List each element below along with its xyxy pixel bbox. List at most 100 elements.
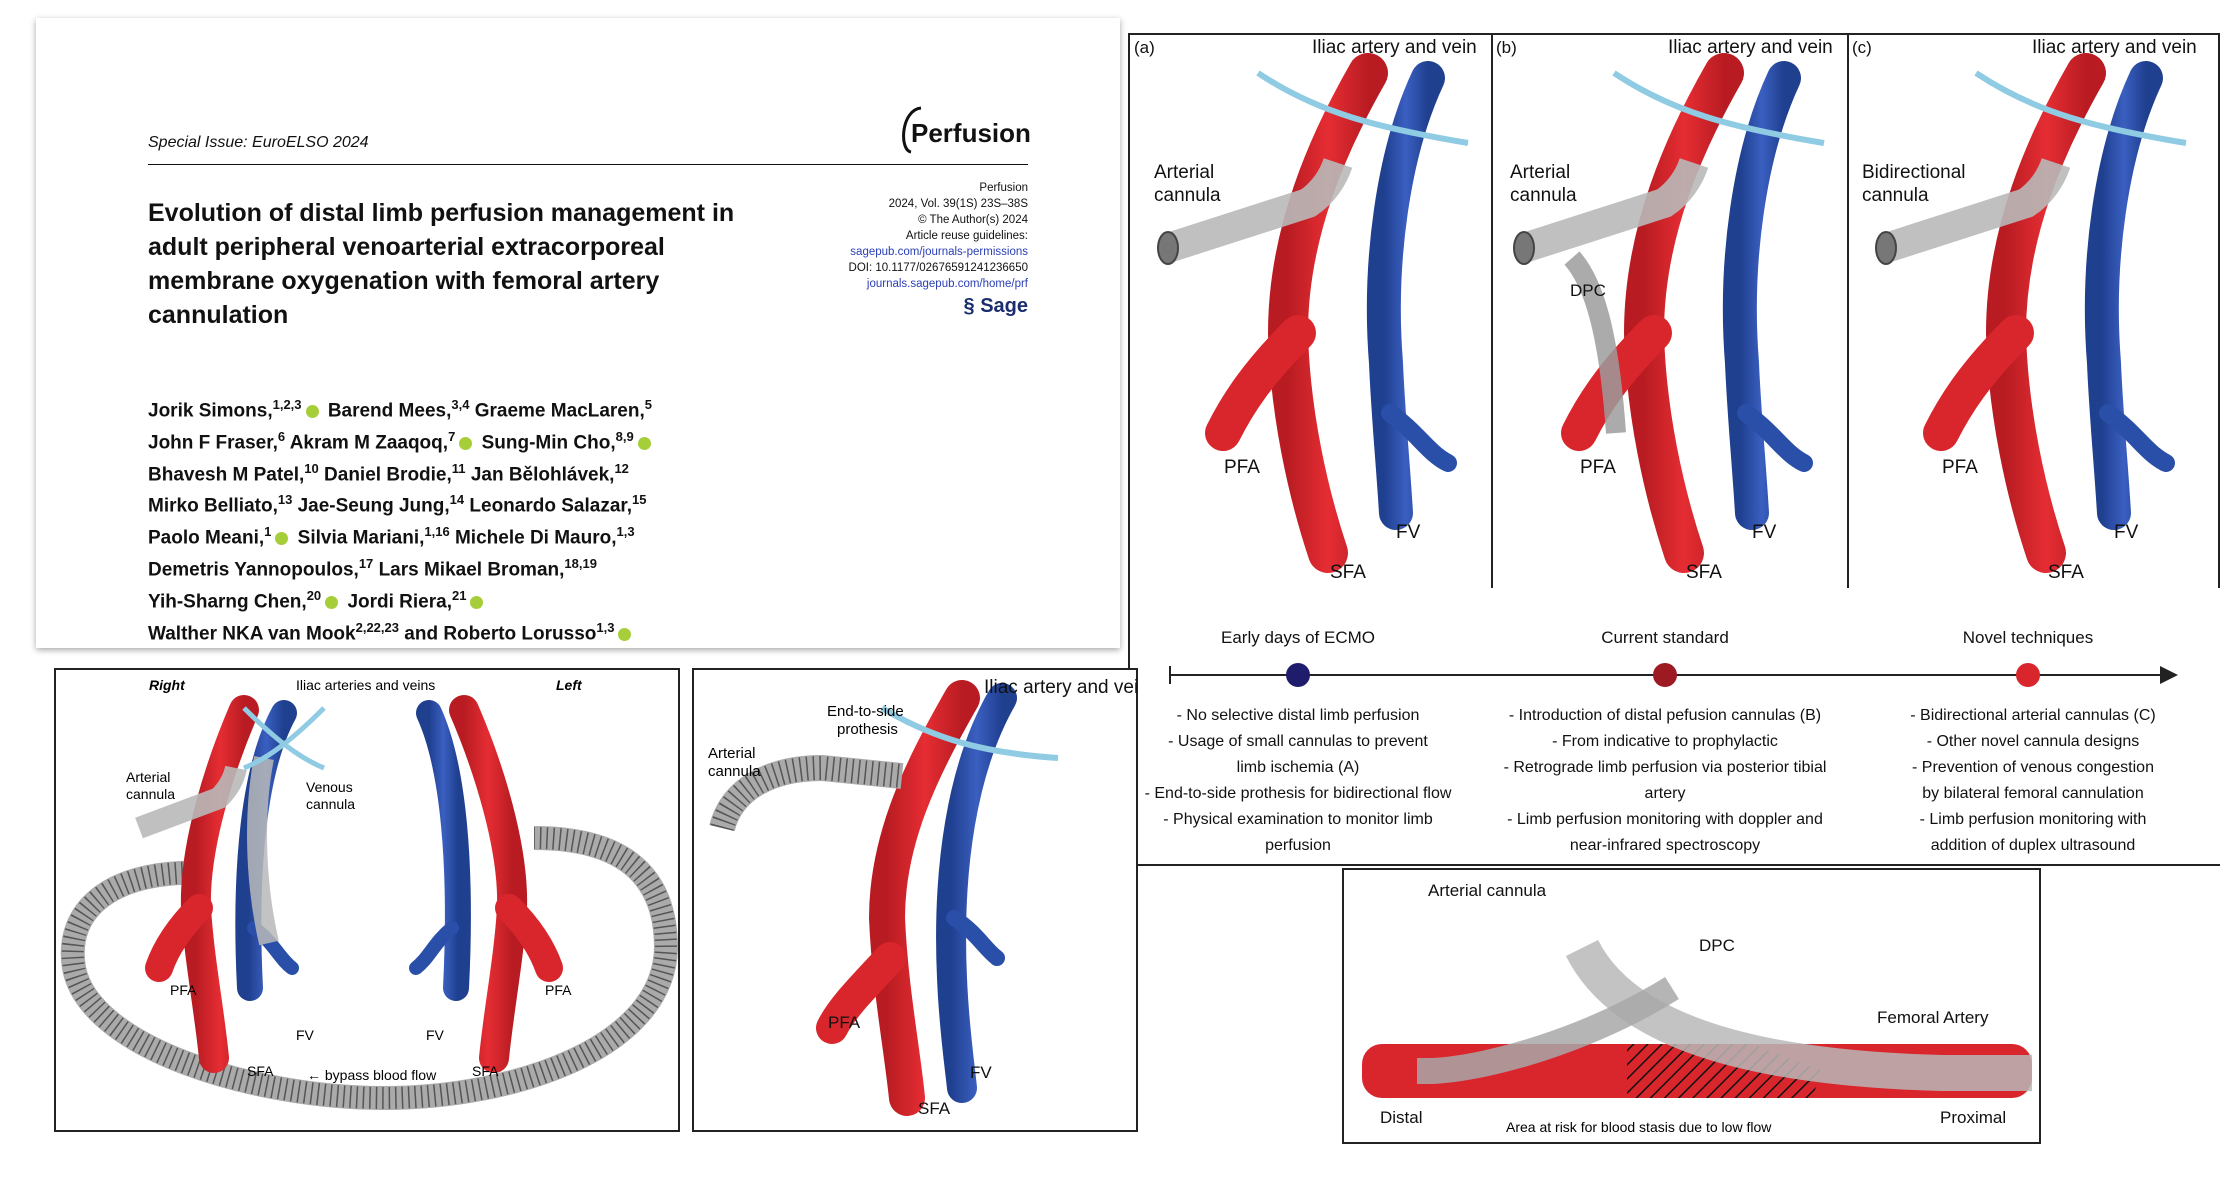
artery-branch-shape — [1205, 315, 1316, 451]
panel-c-iliac-label: Iliac artery and vein — [2032, 37, 2197, 58]
author-line: Walther NKA van Mook2,22,23 and Roberto … — [148, 615, 655, 647]
author-name: Graeme MacLaren, — [474, 400, 645, 422]
timeline-item: - End-to-side prothesis for bidirectiona… — [1144, 785, 1452, 802]
title-line: cannulation — [148, 301, 289, 329]
author-line: Bhavesh M Patel,10 Daniel Brodie,11 Jan … — [148, 456, 655, 488]
panel-b-cannula-label: Arterial — [1510, 162, 1570, 183]
timeline-item: - Physical examination to monitor limb — [1163, 811, 1433, 828]
orcid-icon[interactable] — [275, 532, 289, 546]
stasis-risk-label: Area at risk for blood stasis due to low… — [1506, 1119, 1772, 1135]
article-meta: Perfusion 2024, Vol. 39(1S) 23S–38S © Th… — [849, 180, 1028, 316]
panel-b-iliac-label: Iliac artery and vein — [1668, 37, 1833, 58]
author-name: Daniel Brodie, — [324, 463, 452, 485]
author-affiliation: 17 — [358, 556, 374, 572]
author-affiliation: 1,3 — [596, 619, 615, 635]
orcid-icon[interactable] — [305, 404, 319, 418]
author-name: Bhavesh M Patel, — [148, 463, 305, 485]
left-leg-vessels — [409, 695, 563, 1073]
cannula-opening-shape — [1875, 231, 1897, 265]
panel-c-fv-label: FV — [2114, 522, 2139, 543]
bypass-drawing: Right Left Iliac arteries and veins Arte… — [60, 677, 679, 1111]
end-to-side-drawing: Iliac artery and vein End-to-side prothe… — [708, 677, 1138, 1118]
artery-branch-shape — [816, 942, 906, 1044]
author-affiliation: 5 — [644, 397, 652, 412]
author-name: Walther NKA van Mook — [148, 623, 356, 645]
orcid-icon[interactable] — [470, 595, 484, 609]
panel-c-cannula-label: Bidirectional — [1862, 162, 1966, 183]
right-side-label: Right — [149, 677, 186, 693]
author-line: Jorik Simons,1,2,3 Barend Mees,3,4 Graem… — [148, 392, 655, 424]
artery-shape — [449, 695, 528, 1073]
panels-abc-drawing: (a) Iliac artery and vein Arterial cannu… — [1134, 37, 2197, 583]
vein-shape — [2084, 61, 2163, 530]
author-name: Demetris Yannopoulos, — [148, 559, 359, 581]
journal-home-link[interactable]: journals.sagepub.com/home/prf — [866, 278, 1028, 290]
author-affiliation: 15 — [632, 492, 647, 508]
author-name: and Roberto Lorusso — [404, 623, 597, 645]
iliac-ligament-shape — [880, 705, 1059, 761]
panel-a-cannula-label: cannula — [1154, 185, 1221, 206]
author-name: Michele Di Mauro, — [454, 527, 617, 549]
author-name: Mirko Belliato, — [148, 495, 278, 517]
timeline-dot-novel — [2016, 663, 2040, 687]
timeline-item: - Introduction of distal pefusion cannul… — [1508, 707, 1822, 724]
panel-b-pfa-label: PFA — [1580, 457, 1616, 478]
venous-cannula-shape — [247, 756, 279, 946]
orcid-icon[interactable] — [325, 595, 339, 609]
dpc-label: DPC — [1699, 936, 1735, 955]
timeline-item: - Bidirectional arterial cannulas (C) — [1910, 707, 2156, 724]
author-affiliation: 8,9 — [615, 428, 634, 444]
panel-b-dpc-label: DPC — [1570, 281, 1606, 300]
vein-branch-shape — [409, 921, 459, 975]
panel-c-sfa-label: SFA — [2048, 562, 2084, 583]
arterial-cannula-shape — [1163, 157, 1353, 263]
timeline-heading-early: Early days of ECMO — [1221, 628, 1375, 647]
orcid-icon[interactable] — [637, 436, 651, 450]
meta-line: © The Author(s) 2024 — [918, 214, 1028, 226]
orcid-icon[interactable] — [618, 627, 632, 641]
author-line: Demetris Yannopoulos,17 Lars Mikael Brom… — [148, 551, 655, 583]
author-affiliation: 1,2,3 — [272, 397, 302, 412]
author-name: Jan Bělohlávek, — [470, 463, 615, 485]
vein-branch-shape — [1381, 404, 1457, 472]
author-affiliation: 3,4 — [451, 397, 470, 412]
paper-header-card: Special Issue: EuroELSO 2024 Perfusion E… — [36, 18, 1120, 648]
vein-branch-shape — [1737, 404, 1813, 472]
meta-line: 2024, Vol. 39(1S) 23S–38S — [888, 198, 1028, 210]
panel-b-tag: (b) — [1496, 38, 1517, 57]
right-fv-label: FV — [296, 1027, 315, 1043]
author-affiliation: 1 — [264, 524, 272, 540]
bidirectional-cannula-shape — [1881, 157, 2071, 263]
venous-cannula-label: Venous — [306, 779, 353, 795]
prosthesis-shape — [709, 754, 904, 832]
arterial-cannula-label: Arterial — [708, 745, 756, 762]
orcid-icon[interactable] — [459, 436, 473, 450]
timeline-item: limb ischemia (A) — [1236, 759, 1360, 776]
dpc-shape — [1564, 251, 1626, 434]
author-name: Leonardo Salazar, — [469, 495, 633, 517]
arterial-cannula-label: cannula — [126, 786, 175, 802]
panel-divider — [1491, 35, 1493, 590]
author-affiliation: 6 — [277, 428, 286, 444]
artery-shape — [1267, 53, 1388, 573]
author-name: Jae-Seung Jung, — [297, 495, 450, 517]
meta-line: Perfusion — [979, 182, 1028, 194]
arterial-cannula-label: Arterial — [126, 769, 170, 785]
artery-branch-shape — [145, 894, 213, 982]
dpc-shape — [1417, 976, 1679, 1084]
arterial-cannula-shape — [135, 765, 247, 839]
author-affiliation: 14 — [449, 492, 465, 508]
stasis-drawing: Arterial cannula DPC Femoral Artery Dist… — [1362, 881, 2032, 1135]
permissions-link[interactable]: sagepub.com/journals-permissions — [850, 246, 1028, 258]
author-affiliation: 7 — [448, 428, 456, 444]
panel-c-tag: (c) — [1852, 38, 1872, 57]
author-name: Paolo Meani, — [148, 527, 265, 549]
arterial-cannula-shape — [1519, 157, 1709, 263]
perfusion-logo-icon: Perfusion — [902, 106, 1031, 154]
sfa-label: SFA — [918, 1099, 951, 1118]
panel-b — [1513, 53, 1825, 573]
author-list: Jorik Simons,1,2,3 Barend Mees,3,4 Graem… — [148, 392, 655, 647]
iliac-ligament-shape — [1612, 70, 1825, 146]
panel-a-fv-label: FV — [1396, 522, 1421, 543]
author-affiliation: 20 — [306, 587, 322, 603]
